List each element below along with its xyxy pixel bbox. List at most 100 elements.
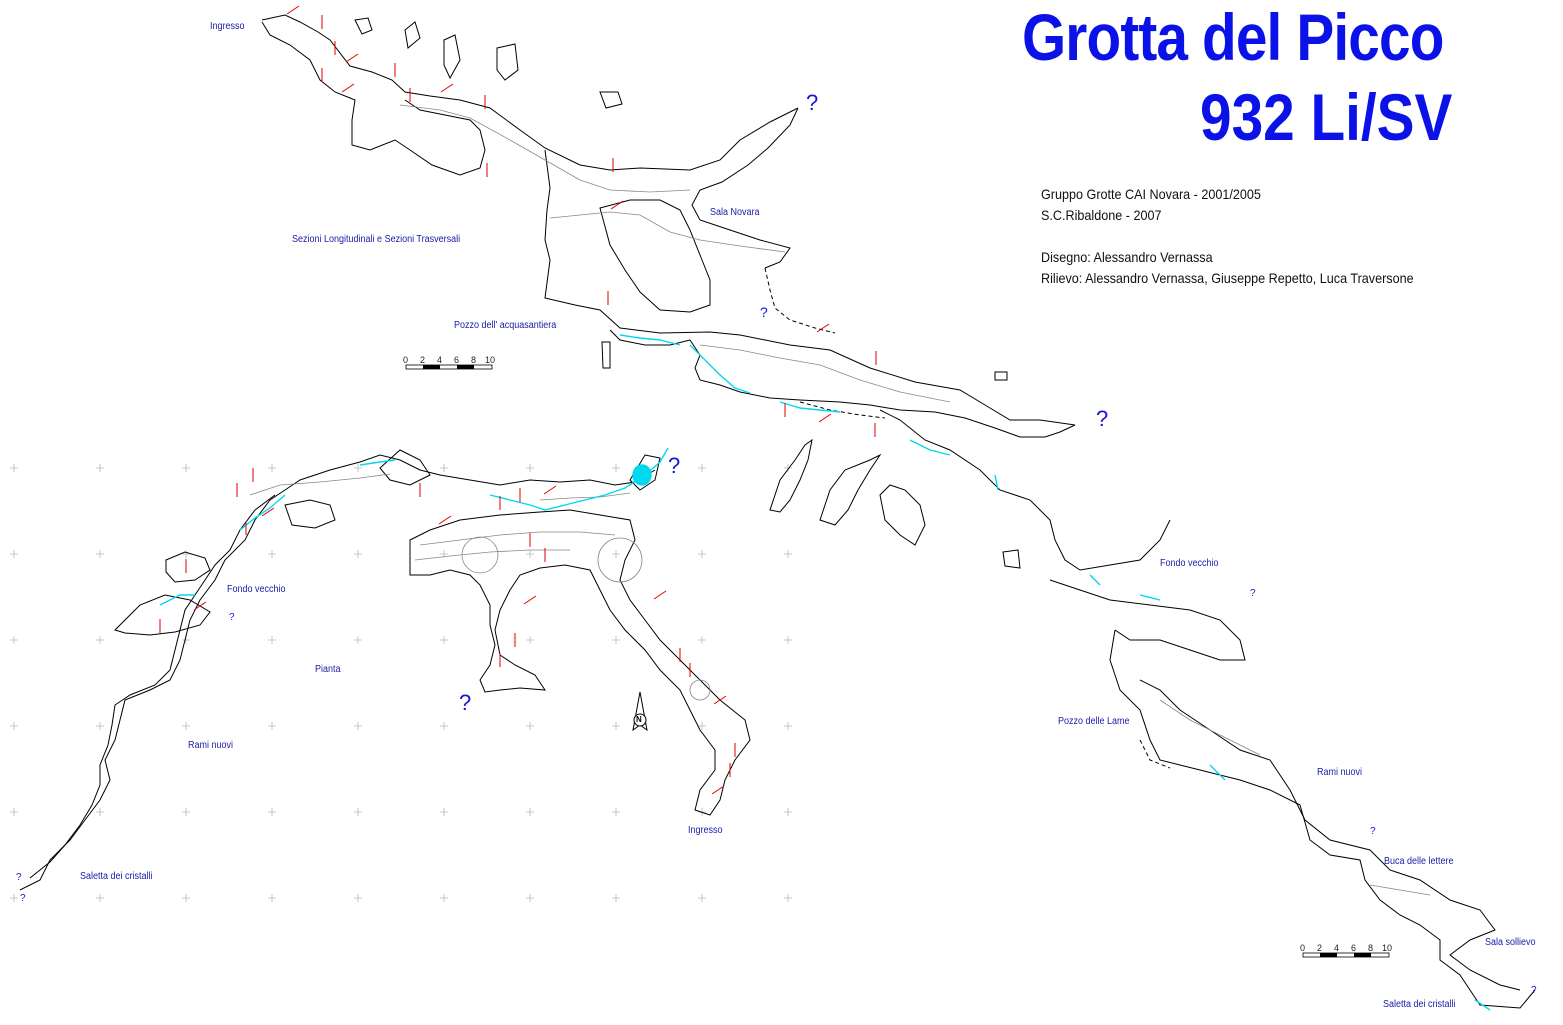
grid-cross-icon [182, 464, 190, 472]
scale-tick-label: 8 [471, 355, 477, 365]
grid-cross-icon [10, 808, 18, 816]
grid-cross-icon [526, 636, 534, 644]
grid-cross-icon [268, 722, 276, 730]
section-mark [816, 323, 830, 333]
section-view-walls [261, 14, 1536, 1009]
unknown-lead-marker: ? [1531, 985, 1537, 996]
scale-tick-label: 0 [403, 355, 409, 365]
label-plan-saletta-cristalli: Saletta dei cristalli [80, 871, 153, 882]
grid-cross-icon [182, 550, 190, 558]
section-mark [713, 695, 727, 705]
plan-view-details [249, 473, 711, 701]
grid-cross-icon [96, 722, 104, 730]
label-buca-lettere: Buca delle lettere [1384, 856, 1454, 867]
grid-cross-icon [612, 636, 620, 644]
section-mark [286, 5, 300, 15]
scale-tick-label: 6 [454, 355, 460, 365]
label-section-saletta-cristalli: Saletta dei cristalli [1383, 999, 1456, 1010]
grid-cross-icon [268, 894, 276, 902]
section-mark [440, 83, 454, 93]
grid-cross-icon [96, 808, 104, 816]
scale-tick-label: 2 [420, 355, 426, 365]
cave-title: Grotta del Picco [1022, 0, 1444, 74]
water-features [159, 334, 1491, 1011]
grid-cross-icon [698, 636, 706, 644]
grid-cross-icon [612, 722, 620, 730]
grid-cross-icon [784, 808, 792, 816]
grid-cross-icon [784, 722, 792, 730]
grid-cross-icon [440, 808, 448, 816]
plan-view-walls [19, 449, 751, 891]
section-view-details [399, 104, 1431, 896]
grid-cross-icon [526, 550, 534, 558]
section-mark [523, 595, 537, 605]
grid-cross-icon [440, 464, 448, 472]
credit-survey: Rilievo: Alessandro Vernassa, Giuseppe R… [1041, 270, 1414, 286]
grid-cross-icon [526, 722, 534, 730]
grid-cross-icon [440, 894, 448, 902]
unknown-lead-marker: ? [16, 872, 22, 883]
credit-group: Gruppo Grotte CAI Novara - 2001/2005 [1041, 186, 1261, 202]
unknown-lead-marker: ? [1096, 406, 1109, 431]
section-mark [818, 413, 832, 423]
section-mark [345, 53, 359, 63]
grid-cross-icon [268, 464, 276, 472]
unknown-lead-marker: ? [1370, 826, 1376, 837]
grid-cross-icon [354, 550, 362, 558]
scale-tick-label: 6 [1351, 943, 1357, 953]
grid-cross-icon [612, 550, 620, 558]
grid-cross-icon [698, 550, 706, 558]
section-mark [261, 507, 275, 517]
section-mark [341, 83, 355, 93]
grid-cross-icon [526, 464, 534, 472]
grid-cross-icon [354, 464, 362, 472]
grid-cross-icon [354, 722, 362, 730]
cave-code: 932 Li/SV [1200, 80, 1453, 154]
grid-cross-icon [784, 636, 792, 644]
grid-cross-icon [96, 894, 104, 902]
grid-cross-icon [354, 636, 362, 644]
label-plan-ingresso: Ingresso [688, 825, 723, 836]
coordinate-grid [10, 464, 792, 902]
credits-block: Gruppo Grotte CAI Novara - 2001/2005 S.C… [1041, 184, 1414, 289]
unknown-lead-marker: ? [20, 893, 26, 904]
section-mark [193, 601, 207, 611]
grid-cross-icon [612, 808, 620, 816]
north-arrow-icon [632, 691, 648, 732]
label-plan-fondo-vecchio: Fondo vecchio [227, 584, 286, 595]
section-marks [159, 5, 877, 795]
section-mark [543, 485, 557, 495]
grid-cross-icon [268, 808, 276, 816]
grid-cross-icon [10, 722, 18, 730]
label-pozzo-acquasantiera: Pozzo dell' acquasantiera [454, 320, 557, 331]
section-view-dashed [764, 267, 1171, 769]
grid-cross-icon [784, 894, 792, 902]
section-view-heading: Sezioni Longitudinali e Sezioni Trasvers… [292, 234, 461, 245]
plan-view-heading: Pianta [315, 664, 341, 675]
grid-cross-icon [354, 894, 362, 902]
label-section-ingresso: Ingresso [210, 21, 245, 32]
grid-cross-icon [10, 636, 18, 644]
section-mark [438, 515, 452, 525]
scale-tick-label: 8 [1368, 943, 1374, 953]
grid-cross-icon [10, 464, 18, 472]
grid-cross-icon [784, 464, 792, 472]
grid-cross-icon [784, 550, 792, 558]
grid-cross-icon [182, 894, 190, 902]
credit-drawing: Disegno: Alessandro Vernassa [1041, 249, 1213, 265]
scale-tick-label: 10 [485, 355, 496, 365]
grid-cross-icon [612, 464, 620, 472]
label-pozzo-lame: Pozzo delle Lame [1058, 716, 1130, 727]
grid-cross-icon [268, 636, 276, 644]
scale-bar-bottom [1302, 952, 1390, 958]
grid-cross-icon [10, 550, 18, 558]
grid-cross-icon [440, 636, 448, 644]
unknown-lead-marker: ? [229, 612, 235, 623]
grid-cross-icon [698, 894, 706, 902]
scale-bar-top [405, 364, 493, 370]
grid-cross-icon [698, 464, 706, 472]
grid-cross-icon [10, 894, 18, 902]
label-plan-rami-nuovi: Rami nuovi [188, 740, 234, 751]
grid-cross-icon [268, 550, 276, 558]
scale-tick-label: 0 [1300, 943, 1306, 953]
